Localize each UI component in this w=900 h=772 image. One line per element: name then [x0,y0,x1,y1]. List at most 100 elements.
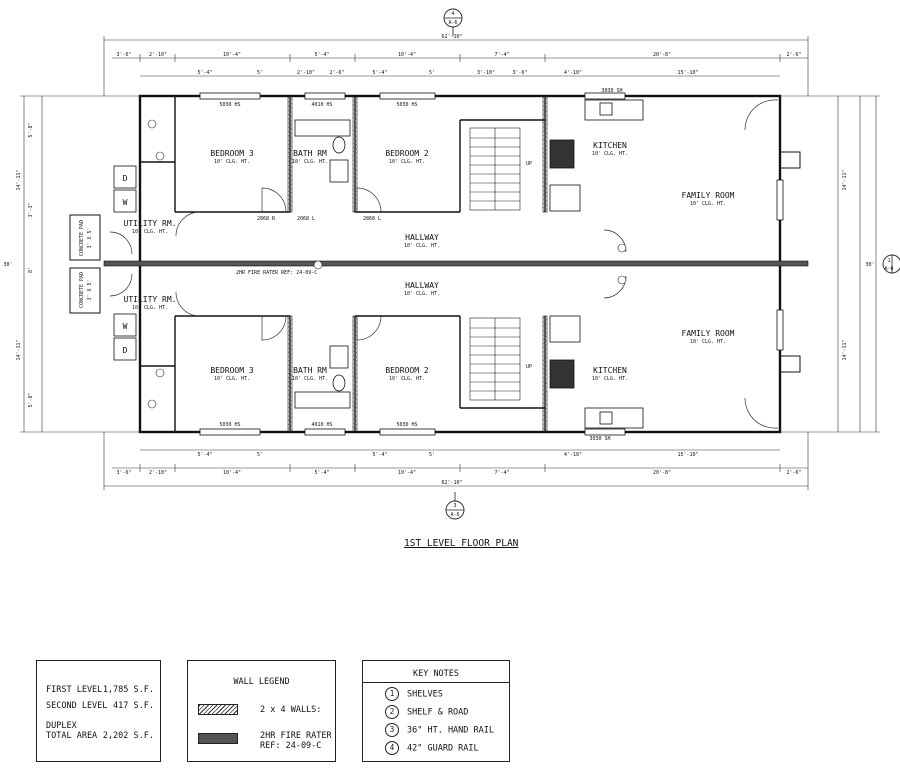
room-hallway-top: HALLWAY [405,233,439,242]
floor-plan-drawing: 4 A-6 3 A-6 1 A-6 62'-10" 62'-10" 30' 30… [3,8,900,520]
hatch-wall-swatch [198,704,238,715]
dim-bot-6: 7'-4" [494,470,509,476]
room-bedroom3-top: BEDROOM 3 [210,149,254,158]
clg-kitchen-bottom: 10' CLG. HT. [592,376,628,382]
fire-wall-swatch [198,733,238,744]
clg-utility-top: 10' CLG. HT. [132,229,168,235]
dim-bot-8: 2'-6" [786,470,801,476]
second-level-value: 417 S.F. [113,701,154,711]
win-bedroom3-top: 5030 HS [219,102,240,108]
dim-bot-7: 20'-8" [653,470,671,476]
washer-dryer-top [113,165,137,213]
wall-legend-fire-line1: 2HR FIRE RATER [260,731,332,741]
clg-bedroom3-bottom: 10' CLG. HT. [214,376,250,382]
key-notes-title: KEY NOTES [412,669,460,679]
wall-legend-fire-line2: REF: 24-09-C [260,741,322,751]
clg-utility-bottom: 10' CLG. HT. [132,305,168,311]
dryer-bottom: D [123,346,128,355]
win-bath-top: 4010 HS [311,102,332,108]
washer-top: W [123,198,128,207]
door-swings [109,99,779,429]
dim-inner-6: 5' [429,70,435,76]
pad-top-size: 3' X 5' [87,227,93,248]
total-area-value: 2,202 S.F. [102,731,154,741]
dim-left-2: 14'-11" [16,169,22,190]
first-level-label: FIRST LEVEL [46,685,103,695]
dim-inner-3: 2'-10" [297,70,315,76]
dim-binner-1: 5'-4" [197,452,212,458]
party-wall-fire-rated [103,260,809,267]
dim-top-8: 2'-6" [786,52,801,58]
clg-family-bottom: 10' CLG. HT. [690,339,726,345]
room-utility-bottom: UTILITY RM. [124,295,177,304]
section-right-sheet: A-6 [884,266,893,272]
room-bedroom3-bottom: BEDROOM 3 [210,366,254,375]
dim-top-6: 7'-4" [494,52,509,58]
clg-bedroom2-top: 10' CLG. HT. [389,159,425,165]
dim-left-1: 5'-8" [28,122,34,137]
bay-projections [69,151,801,373]
bath-fixtures [294,119,351,409]
win-bedroom2-top: 5030 HS [396,102,417,108]
section-right-number: 1 [887,258,890,264]
fire-rating-note: 2HR FIRE RATER REF: 24-09-C [236,270,317,276]
wall-legend-fire: 2HR FIRE RATER REF: 24-09-C [260,731,332,751]
dim-top-1: 3'-6" [116,52,131,58]
section-top-number: 4 [451,11,454,17]
door-bath-top: 2068 L [297,216,315,222]
windows [199,92,784,436]
dimension-ticks [139,54,781,472]
clg-bath-bottom: 10' CLG. HT. [292,376,328,382]
plan-title: 1ST LEVEL FLOOR PLAN [404,538,519,549]
first-level-value: 1,785 S.F. [102,685,154,695]
overall-width-top: 62'-10" [441,34,462,40]
room-bedroom2-top: BEDROOM 2 [385,149,429,158]
kitchen-fixtures [549,99,644,429]
room-bedroom2-bottom: BEDROOM 2 [385,366,429,375]
door-bedroom2-top: 2868 L [363,216,381,222]
room-bath-bottom: BATH RM [293,366,327,375]
section-marker-bottom: 3 A-6 [445,492,465,520]
section-bottom-number: 3 [453,503,456,509]
clg-bedroom2-bottom: 10' CLG. HT. [389,376,425,382]
dim-inner-9: 4'-10" [564,70,582,76]
dim-inner-2: 5' [257,70,263,76]
dim-inner-8: 3'-6" [512,70,527,76]
dim-top-3: 10'-4" [223,52,241,58]
dim-bot-5: 10'-4" [398,470,416,476]
stairs-top [469,127,521,211]
dim-right-2: 14'-11" [842,339,848,360]
overall-depth-left: 30' [3,262,12,268]
washer-bottom: W [123,322,128,331]
dim-inner-10: 15'-10" [677,70,698,76]
dim-binner-6: 5' [429,452,435,458]
dim-binner-10: 15'-10" [677,452,698,458]
hatched-walls [287,95,548,433]
dim-bot-3: 10'-4" [223,470,241,476]
keynote-tags [147,119,627,409]
clg-family-top: 10' CLG. HT. [690,201,726,207]
overall-depth-right: 30' [865,262,874,268]
dim-top-7: 20'-8" [653,52,671,58]
door-bedroom3-top: 2868 R [257,216,276,222]
section-marker-right: 1 A-6 [882,254,900,274]
dim-bot-2: 2'-10" [149,470,167,476]
win-kitchen-top: 3030 SH [601,88,622,94]
dim-left-6: 5'-8" [28,392,34,407]
win-kitchen-bottom: 3030 SH [589,436,610,442]
win-bath-bottom: 4010 HS [311,422,332,428]
win-bedroom3-bottom: 5030 HS [219,422,240,428]
clg-kitchen-top: 10' CLG. HT. [592,151,628,157]
dim-left-5: 14'-11" [16,339,22,360]
dim-left-3: 3'-3" [28,202,34,217]
dim-left-4: 8' [28,267,34,273]
dim-top-5: 10'-4" [398,52,416,58]
room-kitchen-top: KITCHEN [593,141,627,150]
win-bedroom2-bottom: 5030 HS [396,422,417,428]
room-kitchen-bottom: KITCHEN [593,366,627,375]
